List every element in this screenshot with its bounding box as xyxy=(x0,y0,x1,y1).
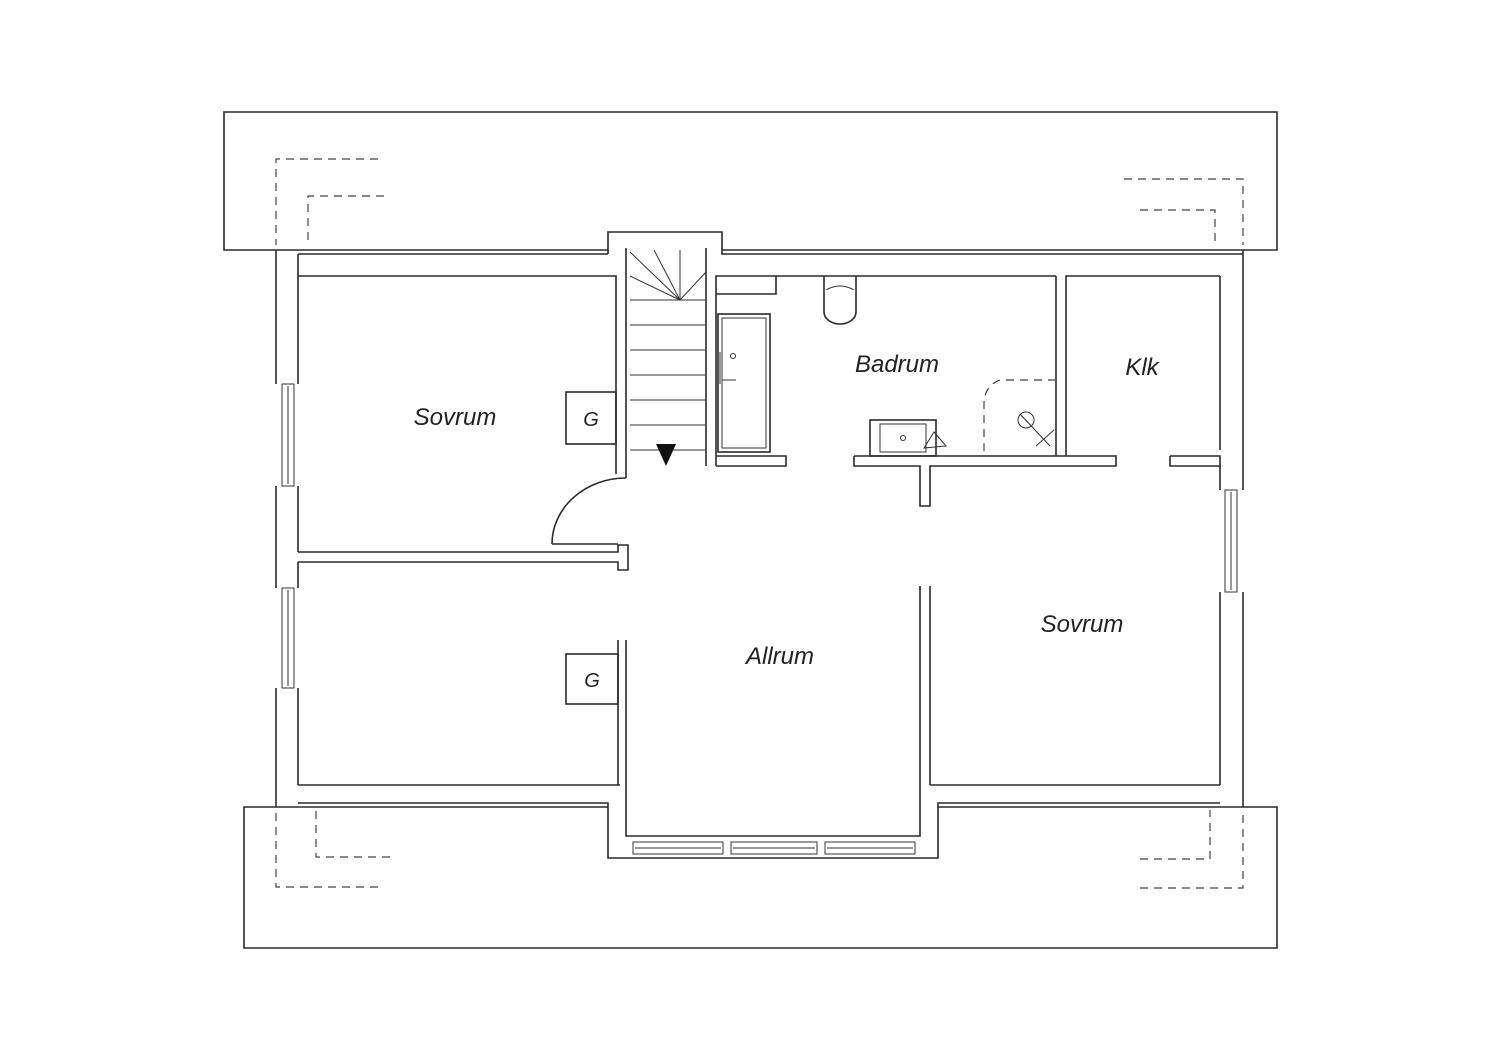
interior-walls xyxy=(298,248,1221,785)
g-label-lower: G xyxy=(584,670,600,692)
g-label-upper: G xyxy=(583,409,599,431)
room-label-sovrum-left: Sovrum xyxy=(414,404,497,431)
sink-icon xyxy=(869,419,948,457)
g-box-lower: G xyxy=(565,653,619,705)
staircase xyxy=(629,249,707,466)
windows xyxy=(281,383,1238,855)
room-label-badrum: Badrum xyxy=(855,351,939,378)
exterior-walls xyxy=(275,231,1244,859)
room-label-allrum: Allrum xyxy=(744,643,814,670)
shower-icon xyxy=(983,379,1056,456)
room-label-sovrum-right: Sovrum xyxy=(1041,611,1124,638)
roof-outline-bottom xyxy=(243,806,1278,949)
toilet-icon xyxy=(823,276,857,325)
room-label-klk: Klk xyxy=(1125,354,1160,381)
stair-arrow-icon xyxy=(656,444,676,466)
cabinet xyxy=(717,313,771,453)
roof-outline-top xyxy=(223,111,1278,251)
door-knob-icon xyxy=(730,353,736,359)
g-box-upper: G xyxy=(565,391,617,445)
door-swing-arc xyxy=(551,477,627,545)
dashed-ceiling-lines xyxy=(275,158,1244,889)
